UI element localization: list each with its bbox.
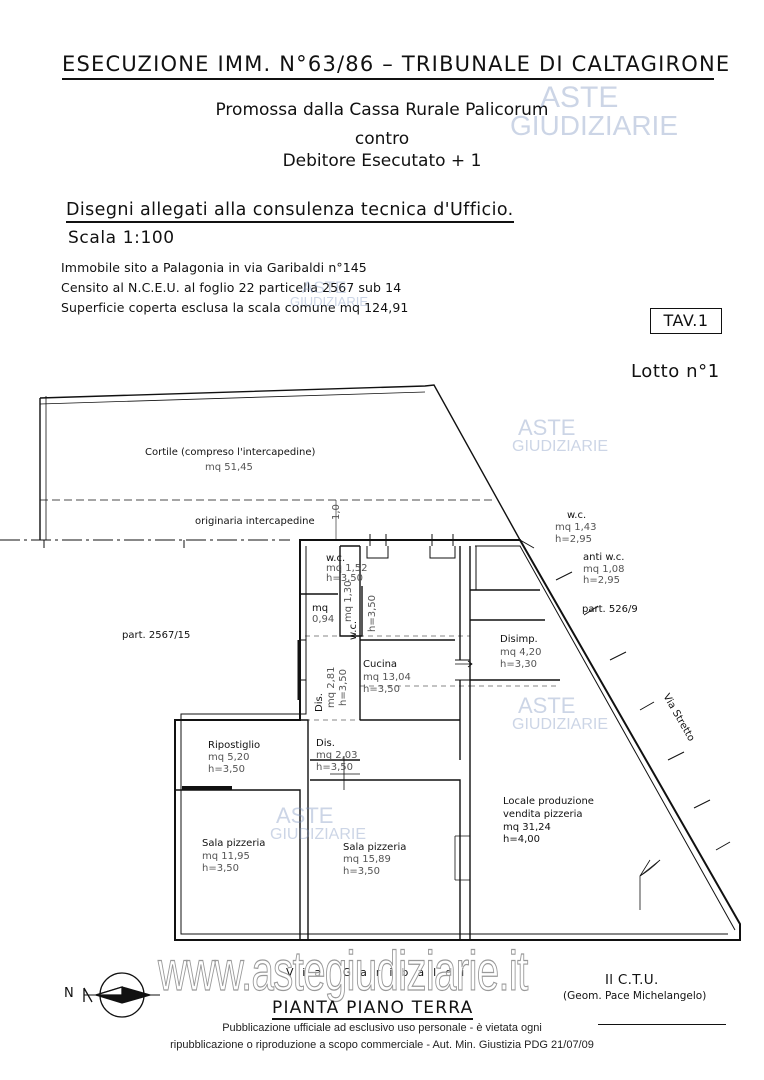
drawings-heading: Disegni allegati alla consulenza tecnica…: [66, 200, 514, 223]
wc-top-area: mq 1,43: [555, 522, 597, 533]
promoter-line: Promossa dalla Cassa Rurale Palicorum: [215, 100, 549, 120]
wc-vert-label: w.c.: [348, 620, 359, 640]
locale-area: mq 31,24: [503, 822, 551, 833]
publication-notice-line1: Pubblicazione ufficiale ad esclusivo uso…: [222, 1022, 542, 1034]
cucina-label: Cucina: [363, 659, 398, 670]
cucina-area: mq 13,04: [363, 672, 411, 683]
locale-name1: Locale produzione: [503, 796, 594, 807]
sala1-label: Sala pizzeria: [202, 838, 266, 849]
north-label: N: [64, 986, 74, 1001]
wc-top-label: w.c.: [567, 510, 587, 521]
wc-vert-height: h=3,50: [367, 595, 378, 632]
scale-label: Scala 1:100: [68, 228, 175, 248]
cucina-height: h=3,50: [363, 684, 400, 695]
lotto-label: Lotto n°1: [631, 361, 720, 382]
dis-vert-area: mq 2,81: [326, 666, 337, 708]
wc-left-height: h=3,50: [326, 573, 363, 584]
dis-vert-height: h=3,50: [338, 669, 349, 706]
cortile-area: mq 51,45: [205, 462, 253, 473]
sala2-height: h=3,50: [343, 866, 380, 877]
wc-left-label: w.c.: [326, 553, 346, 564]
wc-top-height: h=2,95: [555, 534, 592, 545]
part-526-label: part. 526/9: [582, 604, 638, 615]
part-2567-label: part. 2567/15: [122, 630, 191, 641]
locale-height: h=4,00: [503, 834, 540, 845]
debtor-line: Debitore Esecutato + 1: [282, 151, 482, 171]
document-title: ESECUZIONE IMM. N°63/86 – TRIBUNALE DI C…: [62, 52, 729, 80]
cortile-label: Cortile (compreso l'intercapedine): [145, 447, 316, 458]
signature-line: [598, 1024, 726, 1025]
locale-name2: vendita pizzeria: [503, 809, 583, 820]
mq-small-area: 0,94: [312, 614, 335, 625]
ripostiglio-height: h=3,50: [208, 764, 245, 775]
anti-wc-label: anti w.c.: [583, 552, 625, 563]
disimp-area: mq 4,20: [500, 647, 542, 658]
sala2-area: mq 15,89: [343, 854, 391, 865]
disimp-label: Disimp.: [500, 634, 538, 645]
wc-vert-area: mq 1,30: [343, 580, 354, 622]
ctu-label: Il C.T.U.: [605, 972, 659, 988]
property-surface: Superficie coperta esclusa la scala comu…: [61, 300, 409, 315]
plan-title: PIANTA PIANO TERRA: [272, 998, 474, 1020]
ripostiglio-area: mq 5,20: [208, 752, 250, 763]
url-watermark: www.astegiudiziarie.it: [158, 938, 529, 1002]
dis2-label: Dis.: [316, 738, 335, 749]
north-arrow-icon: [83, 972, 160, 1018]
sala1-height: h=3,50: [202, 863, 239, 874]
property-address: Immobile sito a Palagonia in via Garibal…: [61, 260, 367, 275]
tav-box: TAV.1: [650, 308, 722, 334]
mq-small-label: mq: [312, 603, 329, 614]
via-garibaldi-label: Via Garibaldi: [286, 966, 474, 979]
property-cadastre: Censito al N.C.E.U. al foglio 22 partice…: [61, 280, 402, 295]
publication-notice-line2: ripubblicazione o riproduzione a scopo c…: [170, 1039, 594, 1051]
wc-left-area: mq 1,52: [326, 563, 368, 574]
dis2-area: mq 2,03: [316, 750, 358, 761]
dis-vert-label: Dis.: [314, 693, 325, 712]
intercapedine-label: originaria intercapedine: [195, 516, 315, 527]
anti-wc-area: mq 1,08: [583, 564, 625, 575]
dis2-height: h=3,50: [316, 762, 353, 773]
building-outer-wall: [174, 539, 741, 941]
ctu-name: (Geom. Pace Michelangelo): [563, 990, 707, 1002]
sala2-label: Sala pizzeria: [343, 842, 407, 853]
sala1-area: mq 11,95: [202, 851, 250, 862]
disimp-height: h=3,30: [500, 659, 537, 670]
dimension-label: 1,0: [331, 504, 342, 520]
courtyard-outline: [39, 384, 521, 541]
anti-wc-height: h=2,95: [583, 575, 620, 586]
contro-line: contro: [354, 129, 410, 149]
ripostiglio-label: Ripostiglio: [208, 740, 261, 751]
